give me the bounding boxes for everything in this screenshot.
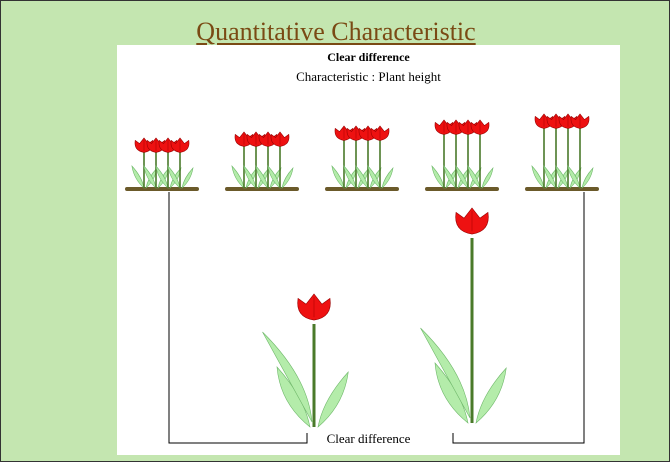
tulip-illustration <box>125 113 599 444</box>
leaf <box>420 327 471 419</box>
soil-strip <box>525 187 599 191</box>
diagram-caption: Clear difference <box>326 431 411 446</box>
leaf <box>434 362 469 424</box>
connector-line-tall <box>452 192 585 444</box>
leaf <box>581 167 594 189</box>
leaf <box>555 165 569 189</box>
leaf <box>331 165 345 189</box>
soil-strip <box>325 187 399 191</box>
connector-line-short <box>168 192 308 444</box>
leaf <box>143 165 157 189</box>
leaf <box>255 165 269 189</box>
leaf <box>475 367 507 424</box>
leaf <box>276 366 311 428</box>
leaf <box>431 165 445 189</box>
leaf <box>167 165 181 189</box>
leaf <box>455 165 469 189</box>
soil-strip <box>225 187 299 191</box>
leaf <box>531 165 545 189</box>
leaf <box>155 165 169 189</box>
diagram-panel: Clear difference Characteristic : Plant … <box>117 45 620 455</box>
leaf <box>481 167 494 189</box>
diagram-subheading: Characteristic : Plant height <box>296 69 441 84</box>
leaf <box>567 165 581 189</box>
leaf <box>381 167 394 189</box>
tulip-example-tall <box>420 207 507 424</box>
leaf <box>281 167 294 189</box>
leaf <box>467 165 481 189</box>
tulip-group-1 <box>125 137 199 191</box>
leaf <box>181 167 194 189</box>
leaf <box>262 331 313 423</box>
leaf <box>231 165 245 189</box>
leaf <box>543 165 557 189</box>
tulip-group-2 <box>225 131 299 191</box>
leaf <box>243 165 257 189</box>
leaf <box>131 165 145 189</box>
tulip-group-4 <box>425 119 499 191</box>
leaf <box>267 165 281 189</box>
leaf <box>317 371 349 428</box>
leaf <box>367 165 381 189</box>
leaf <box>355 165 369 189</box>
leaf <box>343 165 357 189</box>
soil-strip <box>125 187 199 191</box>
diagram-heading: Clear difference <box>327 50 410 64</box>
leaf <box>443 165 457 189</box>
soil-strip <box>425 187 499 191</box>
tulip-group-5 <box>525 113 599 191</box>
tulip-group-3 <box>325 125 399 191</box>
slide-title: Quantitative Characteristic <box>196 17 476 46</box>
tulip-example-short <box>262 293 349 428</box>
